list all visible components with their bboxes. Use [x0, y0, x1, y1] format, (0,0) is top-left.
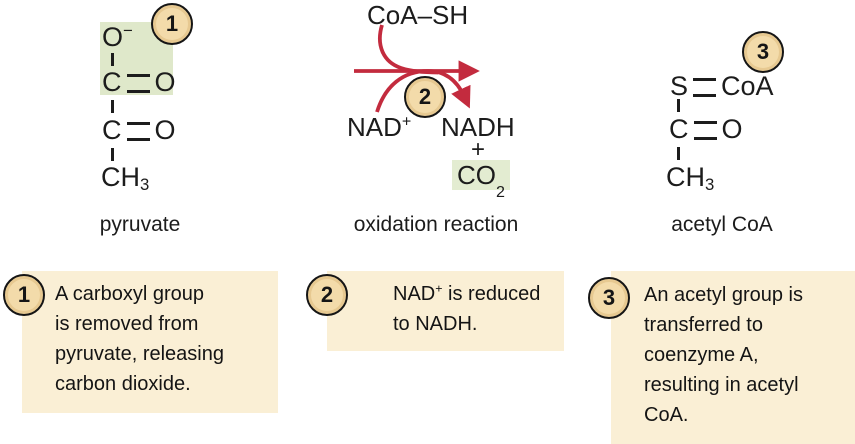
acetylcoa-s-coa-row: S CoA — [670, 71, 774, 101]
pyruvate-carbonyl-row: C O — [102, 115, 176, 145]
callout-3-number: 3 — [602, 285, 616, 310]
callout-1-badge: 1 — [3, 274, 45, 316]
reaction-arrows — [354, 24, 480, 113]
coa-sh-label: CoA–SH — [367, 0, 469, 30]
callout-3: An acetyl group is transferred to coenzy… — [611, 271, 855, 444]
plus-sign: + — [470, 136, 485, 163]
callout-1-line: carbon dioxide. — [55, 373, 191, 395]
nad-to-nadh-curve — [375, 69, 471, 113]
single-bond — [677, 147, 680, 160]
step-1-number: 1 — [165, 11, 179, 36]
single-bond — [111, 148, 114, 161]
double-bond — [126, 122, 150, 141]
callout-2-nad: NAD — [393, 283, 436, 305]
double-bond — [693, 121, 717, 140]
pyruvate-label: pyruvate — [99, 213, 181, 236]
callout-3-line: coenzyme A, — [644, 344, 759, 366]
callout-3-line: transferred to — [644, 314, 763, 336]
acetylcoa-carbonyl-row: C O — [669, 114, 743, 144]
callout-3-line: resulting in acetyl — [644, 374, 799, 396]
callout-3-line: CoA. — [644, 404, 689, 426]
callout-2-number: 2 — [320, 282, 334, 307]
acetyl-coa-label: acetyl CoA — [671, 213, 773, 236]
pyruvate-oxygen-minus: O− — [102, 22, 133, 52]
single-bond — [677, 99, 680, 112]
subscript-2: 2 — [496, 183, 505, 202]
atom-o: O — [721, 113, 743, 144]
double-bond — [126, 74, 150, 93]
atom-s: S — [670, 70, 689, 101]
callout-2-plus: + — [435, 281, 443, 296]
step-2-badge: 2 — [404, 76, 446, 118]
callout-2-rest: is reduced — [442, 283, 541, 305]
step-2-number: 2 — [418, 84, 432, 109]
co2-text: CO — [457, 160, 497, 190]
double-bond — [693, 78, 717, 97]
pyruvate-carboxyl-row: C O — [102, 67, 176, 97]
co2-highlight: CO2 — [452, 160, 510, 200]
step-3-number: 3 — [756, 39, 770, 64]
nad-plus-label: NAD+ — [347, 113, 411, 141]
atom-o: O — [154, 66, 176, 97]
callout-3-badge: 3 — [588, 277, 630, 319]
callout-1-line: is removed from — [55, 313, 199, 335]
atom-o: O — [154, 114, 176, 145]
callout-1: A carboxyl group is removed from pyruvat… — [22, 271, 278, 413]
coa-text: CoA — [721, 70, 774, 101]
atom-o: O — [102, 22, 124, 52]
charge-plus: + — [401, 112, 412, 131]
callout-1-line: pyruvate, releasing — [55, 343, 224, 365]
single-bond — [111, 100, 114, 113]
atom-c: C — [102, 66, 122, 97]
atom-ch: CH — [101, 161, 140, 192]
callout-1-line: A carboxyl group — [55, 283, 204, 305]
co2-label: CO2 — [457, 160, 505, 200]
nad-text: NAD — [347, 112, 402, 142]
atom-c: C — [669, 113, 689, 144]
charge-minus: − — [123, 21, 133, 40]
callout-1-number: 1 — [17, 282, 31, 307]
callout-3-line: An acetyl group is — [644, 284, 803, 306]
step-3-badge: 3 — [742, 31, 784, 73]
step-1-badge: 1 — [151, 3, 193, 45]
callout-2-line: to NADH. — [393, 313, 478, 335]
atom-ch: CH — [666, 161, 705, 192]
callout-2: NAD+ is reduced to NADH. — [327, 271, 564, 351]
callout-2-badge: 2 — [306, 274, 348, 316]
oxidation-reaction-label: oxidation reaction — [353, 213, 519, 236]
atom-c: C — [102, 114, 122, 145]
single-bond — [111, 53, 114, 66]
coa-sh-entry-curve — [378, 24, 439, 75]
nadh-label: NADH — [441, 112, 515, 142]
callout-2-line: NAD+ is reduced — [393, 279, 558, 309]
